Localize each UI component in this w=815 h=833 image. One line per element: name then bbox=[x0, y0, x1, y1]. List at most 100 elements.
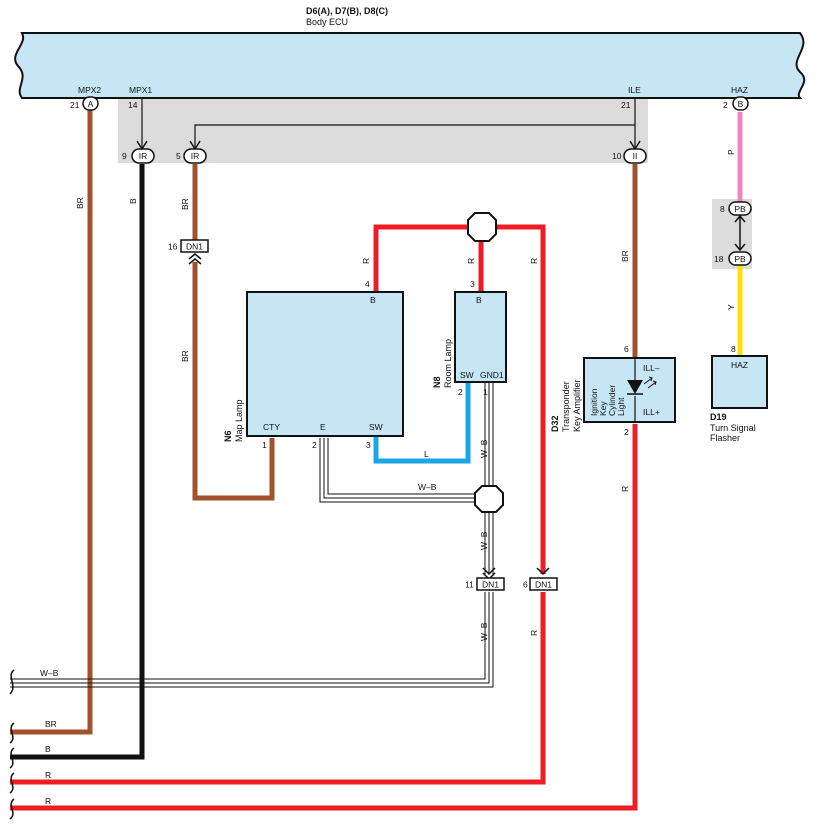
wire-wb bbox=[10, 383, 494, 688]
label-br-ile: BR bbox=[620, 250, 630, 262]
flasher-name-2: Flasher bbox=[710, 433, 740, 443]
left-breaks bbox=[9, 669, 15, 820]
transponder-pin-6: 6 bbox=[624, 344, 629, 354]
junction-dn1-11: DN1 11 bbox=[465, 567, 505, 591]
flasher-box bbox=[711, 355, 768, 409]
svg-text:10: 10 bbox=[612, 151, 622, 161]
svg-text:8: 8 bbox=[720, 204, 725, 214]
label-wb-dn1: W–B bbox=[479, 622, 489, 641]
svg-text:IR: IR bbox=[139, 151, 148, 161]
room-lamp-gnd-label: GND1 bbox=[480, 370, 504, 380]
svg-text:PB: PB bbox=[734, 204, 746, 214]
wire-br-mpx2 bbox=[10, 110, 93, 735]
svg-text:Map Lamp: Map Lamp bbox=[234, 399, 244, 442]
transponder-lamp-label: Ignition Key Cylinder Light bbox=[589, 385, 626, 416]
wire-r-lamps bbox=[373, 224, 546, 574]
junction-pb-bottom: PB 18 bbox=[714, 243, 752, 266]
label-p-haz: P bbox=[726, 149, 736, 155]
flasher-id: D19 bbox=[710, 412, 727, 422]
label-wb-room: W–B bbox=[479, 439, 489, 458]
flasher-haz-label: HAZ bbox=[731, 360, 748, 370]
body-ecu-box bbox=[14, 32, 806, 99]
ile-pin: 21 bbox=[621, 100, 631, 110]
label-wb-left: W–B bbox=[40, 668, 59, 678]
label-r-dn1: R bbox=[529, 630, 539, 636]
svg-text:Key: Key bbox=[598, 401, 608, 416]
svg-text:6: 6 bbox=[523, 580, 528, 590]
transponder-ill-minus-label: ILL– bbox=[643, 363, 660, 373]
room-lamp-box bbox=[454, 291, 507, 383]
splice-top bbox=[467, 212, 497, 242]
svg-text:DN1: DN1 bbox=[535, 580, 552, 590]
ecu-internal-line-ile bbox=[194, 99, 636, 148]
map-lamp-e-label: E bbox=[320, 422, 326, 432]
svg-text:DN1: DN1 bbox=[482, 580, 499, 590]
label-r-feed: R bbox=[529, 258, 539, 264]
mpx2-pin: 21 bbox=[70, 100, 80, 110]
junction-ii: II 10 bbox=[612, 140, 647, 164]
wire-r-return-1 bbox=[10, 592, 546, 785]
svg-text:B: B bbox=[738, 99, 744, 109]
map-lamp-cty-pin: 1 bbox=[262, 440, 267, 450]
flasher-name-1: Turn Signal bbox=[710, 423, 756, 433]
connector-mpx2: A bbox=[82, 96, 99, 111]
svg-text:PB: PB bbox=[734, 254, 746, 264]
ecu-connectors: D6(A), D7(B), D8(C) bbox=[306, 6, 388, 16]
transponder-box bbox=[583, 357, 676, 423]
transponder-title: D32 Transponder Key Amplifier bbox=[550, 379, 582, 432]
svg-text:DN1: DN1 bbox=[186, 242, 203, 252]
room-lamp-sw-label: SW bbox=[460, 370, 474, 380]
wire-br-map-lamp bbox=[192, 164, 275, 501]
svg-text:Ignition: Ignition bbox=[589, 388, 599, 416]
svg-text:18: 18 bbox=[714, 254, 724, 264]
map-lamp-box bbox=[246, 291, 404, 437]
label-r-left-2: R bbox=[45, 796, 51, 806]
mpx2-label: MPX2 bbox=[78, 85, 101, 95]
ecu-name: Body ECU bbox=[306, 17, 348, 27]
mpx1-label: MPX1 bbox=[129, 85, 152, 95]
haz-label: HAZ bbox=[731, 85, 748, 95]
label-r-map: R bbox=[361, 258, 371, 264]
map-lamp-sw-pin: 3 bbox=[366, 440, 371, 450]
room-lamp-b-pin: 3 bbox=[470, 279, 475, 289]
room-lamp-b-label: B bbox=[476, 295, 482, 305]
svg-text:IR: IR bbox=[191, 151, 200, 161]
transponder-pin-2: 2 bbox=[624, 427, 629, 437]
junction-ir-left: IR 9 bbox=[122, 140, 155, 164]
wire-r-return-2 bbox=[10, 424, 638, 811]
svg-text:II: II bbox=[633, 151, 638, 161]
svg-text:Transponder: Transponder bbox=[561, 381, 571, 432]
junction-pb-top: PB 8 bbox=[720, 201, 752, 223]
svg-text:Light: Light bbox=[616, 397, 626, 416]
junction-dn1-16: DN1 16 bbox=[168, 239, 209, 265]
connector-haz: B bbox=[732, 96, 749, 111]
label-r-left-1: R bbox=[45, 770, 51, 780]
svg-text:16: 16 bbox=[168, 242, 178, 252]
label-y-flasher: Y bbox=[726, 304, 736, 310]
room-lamp-sw-pin: 2 bbox=[458, 387, 463, 397]
map-lamp-sw-label: SW bbox=[369, 422, 383, 432]
map-lamp-b-pin: 4 bbox=[365, 279, 370, 289]
label-br-left: BR bbox=[45, 719, 57, 729]
label-br-mpx2: BR bbox=[75, 197, 85, 209]
map-lamp-title: N6 Map Lamp bbox=[223, 399, 244, 442]
svg-text:Key Amplifier: Key Amplifier bbox=[572, 379, 582, 432]
haz-pin: 2 bbox=[723, 100, 728, 110]
label-b-left: B bbox=[45, 744, 51, 754]
wire-b-mpx1 bbox=[10, 164, 145, 760]
wire-l-sw bbox=[373, 383, 471, 464]
svg-text:A: A bbox=[88, 99, 94, 109]
svg-text:5: 5 bbox=[176, 151, 181, 161]
label-l-sw: L bbox=[424, 449, 429, 459]
map-lamp-e-pin: 2 bbox=[312, 440, 317, 450]
transponder-ill-plus-label: ILL+ bbox=[643, 407, 660, 417]
svg-text:D32: D32 bbox=[550, 415, 560, 432]
junction-ir-right: IR 5 bbox=[176, 140, 207, 164]
svg-text:11: 11 bbox=[465, 580, 474, 590]
room-lamp-gnd-pin: 1 bbox=[483, 387, 488, 397]
label-br-ir: BR bbox=[180, 198, 190, 210]
svg-text:N6: N6 bbox=[223, 430, 233, 442]
label-wb-map: W–B bbox=[418, 482, 437, 492]
svg-text:9: 9 bbox=[122, 151, 127, 161]
